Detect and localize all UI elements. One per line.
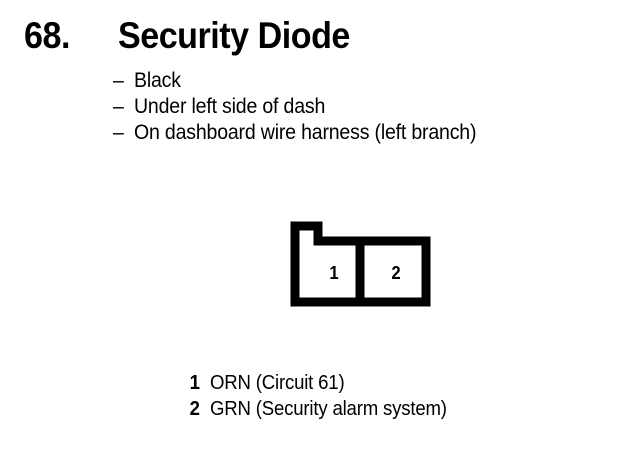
list-item-label: On dashboard wire harness (left branch): [134, 121, 477, 144]
en-dash-icon: –: [113, 121, 124, 144]
item-number: 68.: [24, 15, 70, 56]
legend-pin-number: 2: [189, 398, 200, 420]
legend-row: 2 GRN (Security alarm system): [120, 396, 600, 422]
legend-pin-number: 1: [189, 372, 200, 394]
list-item: – Black: [113, 68, 613, 94]
list-item: – Under left side of dash: [113, 94, 613, 120]
page-title: Security Diode: [118, 15, 350, 56]
list-item: – On dashboard wire harness (left branch…: [113, 120, 613, 146]
page-header: 68. Security Diode: [24, 14, 604, 60]
connector-outline-icon: [290, 221, 431, 307]
connector-diagram: 1 2: [288, 218, 436, 310]
list-item-label: Black: [134, 69, 181, 92]
legend-pin-description: GRN (Security alarm system): [210, 398, 447, 420]
en-dash-icon: –: [113, 69, 124, 92]
cavity-number-2: 2: [391, 263, 401, 283]
en-dash-icon: –: [113, 95, 124, 118]
legend-pin-description: ORN (Circuit 61): [210, 372, 345, 394]
cavity-number-1: 1: [329, 263, 339, 283]
list-item-label: Under left side of dash: [134, 95, 326, 118]
legend-row: 1 ORN (Circuit 61): [120, 370, 600, 396]
description-list: – Black – Under left side of dash – On d…: [113, 68, 613, 146]
pin-legend: 1 ORN (Circuit 61) 2 GRN (Security alarm…: [120, 370, 600, 422]
